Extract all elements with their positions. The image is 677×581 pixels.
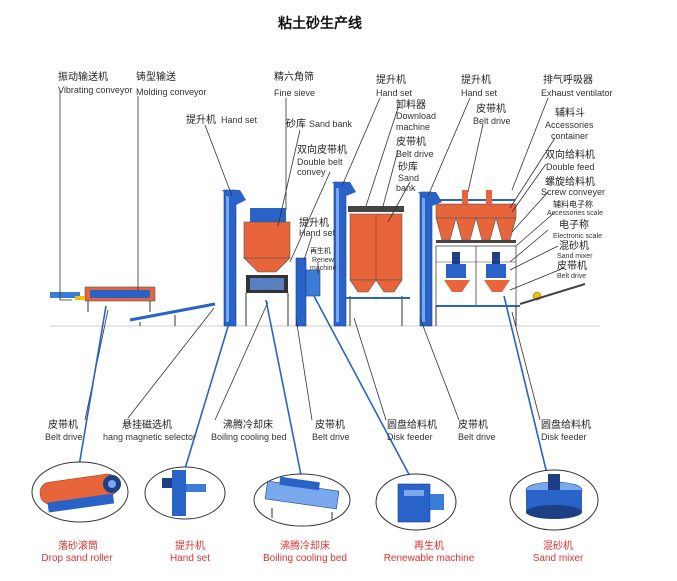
label-boiling-bed-b-zh: 沸腾冷却床 — [223, 418, 273, 431]
elevator-1 — [222, 189, 246, 327]
elevator-3 — [332, 181, 356, 327]
label-hand-set-2-en: Hand set — [299, 228, 336, 238]
label-disk-feeder-1-en: Disk feeder — [387, 432, 433, 442]
label-molding-conveyor-en: Molding conveyor — [136, 87, 207, 97]
label-vibrating-conveyor-zh: 振动输送机 — [58, 70, 108, 83]
label-double-belt-en1: Double belt — [297, 157, 343, 167]
label-accessories-container-en1: Accessories — [545, 120, 594, 130]
top-labels: 振动输送机 Vibrating conveyor 铸型输送 Molding co… — [58, 70, 613, 280]
caption-hand-set-en: Hand set — [170, 553, 210, 564]
caption-sand-mixer-en: Sand mixer — [533, 553, 584, 564]
caption-boiling-cooling-bed-en: Boiling cooling bed — [263, 553, 347, 564]
label-belt-drive-b1-en: Belt drive — [45, 432, 83, 442]
caption-drop-sand-roller-zh: 落砂滚筒 — [58, 539, 98, 552]
label-hand-set-2-zh: 提升机 — [299, 216, 329, 229]
label-sand-bank-1-en: Sand bank — [309, 119, 353, 129]
photo-sand-mixer — [509, 469, 599, 531]
label-accessories-container-en2: container — [551, 131, 588, 141]
label-hand-set-1-en: Hand set — [221, 115, 258, 125]
photo-row — [31, 461, 599, 531]
label-belt-drive-r-en: Belt drive — [557, 273, 586, 280]
label-double-belt-en2: convey — [297, 167, 326, 177]
label-accessories-container-zh: 辅料斗 — [555, 106, 585, 119]
label-belt-drive-b3-en: Belt drive — [458, 432, 496, 442]
label-fine-sieve-en: Fine sieve — [274, 88, 315, 98]
label-electronic-scale-en: Electronic scale — [553, 233, 602, 240]
label-accessories-scale-zh: 辅料电子称 — [553, 199, 593, 209]
photo-boiling-cooling-bed — [253, 473, 351, 527]
leader-lines — [59, 90, 565, 421]
label-belt-drive-b2-en: Belt drive — [312, 432, 350, 442]
label-sand-mixer-r-en: Sand mixer — [557, 253, 593, 260]
sand-bank-2 — [346, 206, 410, 326]
diagram-title: 粘土砂生产线 — [278, 15, 362, 32]
caption-renewable-machine-en: Renewable machine — [384, 553, 475, 564]
label-screw-conveyer-zh: 螺旋给料机 — [545, 175, 595, 188]
label-fine-sieve-zh: 精六角筛 — [274, 70, 314, 83]
label-download-machine-en1: Download — [396, 111, 436, 121]
label-hand-set-4-zh: 提升机 — [461, 73, 491, 86]
label-belt-drive-r-zh: 皮带机 — [557, 259, 587, 272]
label-electronic-scale-zh: 电子称 — [559, 218, 589, 231]
label-molding-conveyor-zh: 铸型输送 — [136, 70, 176, 83]
vibrating-conveyor — [50, 286, 156, 312]
label-belt-drive-top2-en: Belt drive — [473, 116, 511, 126]
label-magnetic-selector-zh: 悬挂磁选机 — [122, 418, 172, 431]
photo-renewable-machine — [375, 473, 457, 531]
photo-captions: 落砂滚筒 Drop sand roller 提升机 Hand set 沸腾冷却床… — [41, 539, 584, 564]
label-download-machine-en2: machine — [396, 122, 430, 132]
photo-connectors — [77, 295, 549, 481]
label-screw-conveyer-en: Screw conveyer — [541, 187, 605, 197]
label-sand-bank-2-en1: Sand — [398, 173, 419, 183]
bottom-labels: 皮带机 Belt drive 悬挂磁选机 hang magnetic selec… — [45, 418, 591, 442]
label-hand-set-4-en: Hand set — [461, 88, 498, 98]
label-double-feed-zh: 双向给料机 — [545, 148, 595, 161]
label-belt-drive-top1-en: Belt drive — [396, 149, 434, 159]
elevator-2 — [295, 257, 321, 327]
label-sand-bank-1-zh: 砂库 — [286, 117, 306, 130]
label-renew-machine-en2: machine — [310, 265, 337, 272]
caption-sand-mixer-zh: 混砂机 — [543, 539, 573, 552]
label-renew-machine-en1: Renew — [312, 257, 335, 264]
label-sand-bank-2-zh: 砂库 — [398, 160, 418, 173]
label-download-machine-zh: 卸料器 — [396, 98, 426, 111]
label-double-feed-en: Double feed — [546, 162, 595, 172]
photo-hand-set — [144, 466, 226, 520]
label-hand-set-3-zh: 提升机 — [376, 73, 406, 86]
exit-conveyor — [519, 283, 586, 305]
caption-hand-set-zh: 提升机 — [175, 539, 205, 552]
photo-drop-sand-roller — [31, 461, 129, 523]
label-exhaust-ventilator-en: Exhaust ventilator — [541, 88, 613, 98]
label-disk-feeder-2-en: Disk feeder — [541, 432, 587, 442]
label-belt-drive-b2-zh: 皮带机 — [315, 418, 345, 431]
label-vibrating-conveyor-en: Vibrating conveyor — [58, 85, 132, 95]
label-double-belt-zh: 双向皮带机 — [297, 143, 347, 156]
sand-bank-1 — [243, 208, 291, 326]
label-magnetic-selector-en: hang magnetic selector — [103, 432, 196, 442]
label-belt-drive-top1-zh: 皮带机 — [396, 135, 426, 148]
caption-drop-sand-roller-en: Drop sand roller — [41, 553, 113, 564]
label-renew-machine-zh: 再生机 — [310, 246, 331, 255]
label-exhaust-ventilator-zh: 排气呼吸器 — [543, 73, 593, 86]
label-belt-drive-b1-zh: 皮带机 — [48, 418, 78, 431]
label-disk-feeder-1-zh: 圆盘给料机 — [387, 418, 437, 431]
label-accessories-scale-en: Accessories scale — [547, 210, 603, 217]
caption-boiling-cooling-bed-zh: 沸腾冷却床 — [280, 539, 330, 552]
label-disk-feeder-2-zh: 圆盘给料机 — [541, 418, 591, 431]
hopper-group — [435, 190, 520, 326]
label-sand-mixer-r-zh: 混砂机 — [559, 239, 589, 252]
label-boiling-bed-b-en: Boiling cooling bed — [211, 432, 287, 442]
inclined-belt-left — [129, 302, 216, 326]
label-sand-bank-2-en2: bank — [396, 183, 416, 193]
caption-renewable-machine-zh: 再生机 — [414, 539, 444, 552]
label-belt-drive-b3-zh: 皮带机 — [458, 418, 488, 431]
label-belt-drive-top2-zh: 皮带机 — [476, 102, 506, 115]
label-hand-set-3-en: Hand set — [376, 88, 413, 98]
label-hand-set-1-zh: 提升机 — [186, 113, 216, 126]
